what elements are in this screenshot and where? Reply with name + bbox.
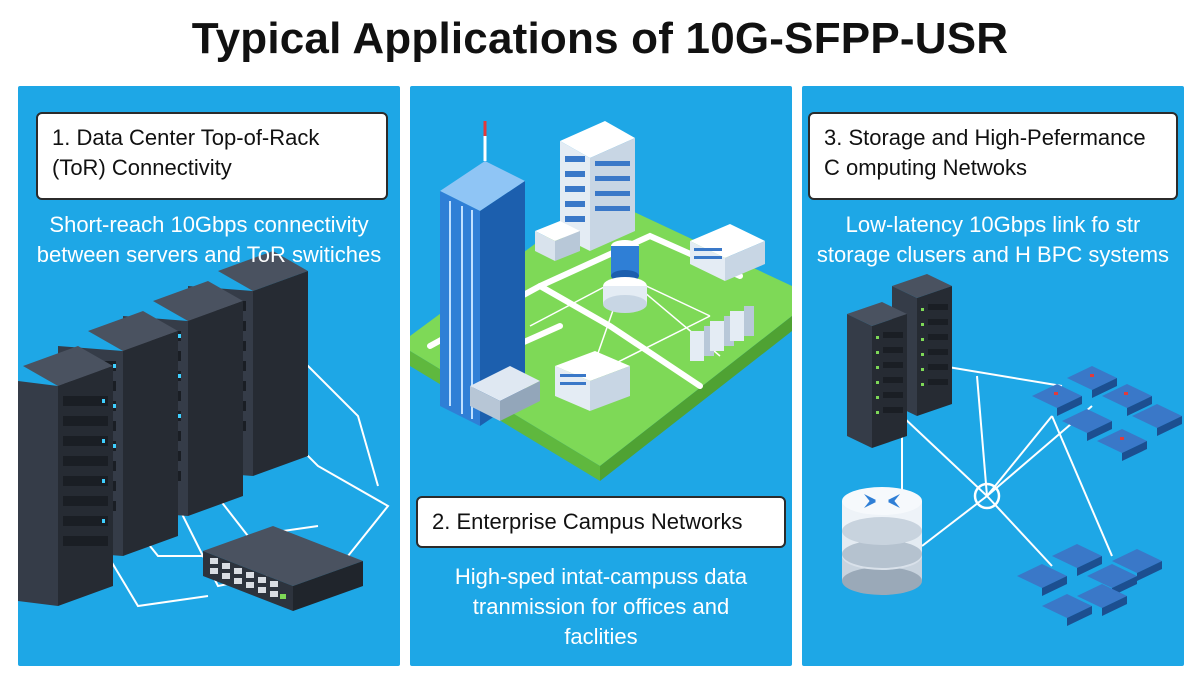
- panel-3-desc-line1: Low-latency 10Gbps link fo str: [845, 212, 1141, 237]
- page-title: Typical Applications of 10G-SFPP-USR: [191, 14, 1009, 63]
- panel-3-heading-line1: 3. Storage and High-Pefermance: [824, 125, 1146, 150]
- office-building-icon: [535, 121, 635, 261]
- panel-3-heading-line2: C omputing Netwoks: [824, 155, 1027, 180]
- storage-module-icon: [1017, 544, 1162, 626]
- panel-2-heading-text: 2. Enterprise Campus Networks: [432, 509, 743, 534]
- panel-3-heading: 3. Storage and High-Pefermance C omputin…: [808, 112, 1178, 200]
- server-rack-icon: [690, 306, 754, 361]
- network-lines: [901, 365, 1113, 567]
- panel-2-heading: 2. Enterprise Campus Networks: [416, 496, 786, 548]
- storage-module-icon: [1032, 366, 1182, 461]
- router-icon: [864, 494, 900, 508]
- office-building-icon: [440, 121, 540, 426]
- panel-1-description: Short-reach 10Gbps connectivity between …: [18, 210, 400, 270]
- panel-data-center: 1. Data Center Top-of-Rack (ToR) Connect…: [18, 86, 400, 666]
- panel-storage-hpc: 3. Storage and High-Pefermance C omputin…: [802, 86, 1184, 666]
- panel-3-description: Low-latency 10Gbps link fo str storage c…: [802, 210, 1184, 270]
- panel-campus: 2. Enterprise Campus Networks High-sped …: [410, 86, 792, 666]
- panel-1-desc-line2: between servers and ToR switiches: [36, 242, 382, 267]
- panel-1-heading-line2: (ToR) Connectivity: [52, 155, 232, 180]
- storage-hpc-illustration: [842, 274, 1182, 626]
- network-switch-icon: [203, 526, 363, 611]
- panel-2-description: High-sped intat-campuss data tranmission…: [410, 562, 792, 652]
- database-cylinder-icon: [603, 240, 647, 313]
- campus-illustration: [410, 121, 792, 481]
- panel-1-heading-line1: 1. Data Center Top-of-Rack: [52, 125, 320, 150]
- panel-1-heading: 1. Data Center Top-of-Rack (ToR) Connect…: [36, 112, 388, 200]
- office-building-icon: [555, 351, 630, 411]
- panel-2-desc-line3: faclities: [564, 624, 638, 649]
- panel-1-desc-line1: Short-reach 10Gbps connectivity: [49, 212, 369, 237]
- data-center-illustration: [18, 251, 390, 611]
- panel-3-desc-line2: storage clusers and H BPC systems: [816, 242, 1170, 267]
- panel-2-desc-line1: High-sped intat-campuss data: [454, 564, 748, 589]
- office-building-icon: [690, 224, 765, 281]
- database-cylinder-icon: [842, 487, 922, 595]
- panel-2-desc-line2: tranmission for offices and: [472, 594, 730, 619]
- server-rack-icon: [847, 302, 907, 448]
- server-rack-icon: [18, 346, 113, 606]
- network-hub-icon: [973, 482, 1001, 510]
